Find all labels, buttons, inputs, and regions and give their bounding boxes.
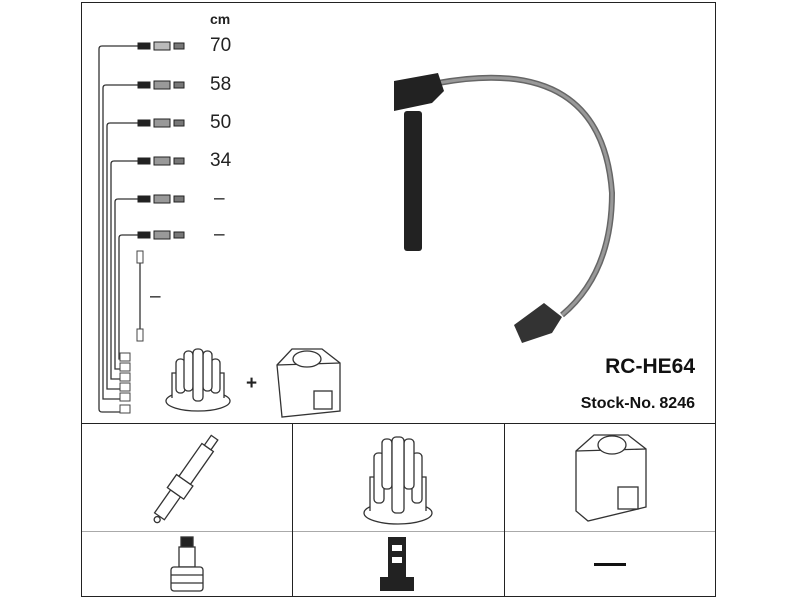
not-applicable-dash bbox=[593, 562, 626, 566]
ignition-coil-icon bbox=[575, 434, 647, 522]
coil-lead-length: – bbox=[150, 286, 161, 307]
stock-value: 8246 bbox=[659, 395, 695, 412]
spark-plug-icon bbox=[153, 434, 219, 524]
cable-length-3: 50 bbox=[210, 112, 232, 133]
distributor-cap-icon bbox=[363, 436, 434, 525]
distributor-cap-icon bbox=[165, 348, 231, 412]
cable-length-4: 34 bbox=[210, 150, 232, 171]
part-number: RC-HE64 bbox=[605, 355, 695, 378]
ignition-coil-cell bbox=[503, 423, 715, 531]
ignition-coil-icon bbox=[276, 348, 341, 418]
ignition-cable-illustration bbox=[394, 73, 616, 343]
unit-label: cm bbox=[210, 11, 231, 27]
cable-length-6: – bbox=[214, 224, 225, 245]
cable-length-1: 70 bbox=[210, 35, 232, 56]
cable-length-2: 58 bbox=[210, 74, 232, 95]
cap-connector-cell bbox=[292, 531, 503, 597]
cap-connector-icon bbox=[380, 537, 415, 591]
parts-row-components bbox=[82, 423, 715, 532]
cable-set-panel: cm 70 58 50 34 – – – + RC-HE64 Stock-No.… bbox=[82, 3, 715, 424]
empty-cell bbox=[503, 531, 715, 597]
distributor-cap-cell bbox=[292, 423, 503, 531]
spark-plug-cell bbox=[82, 423, 292, 531]
plus-sign: + bbox=[246, 373, 258, 394]
stock-number: Stock-No.8246 bbox=[577, 395, 695, 413]
plug-connector-cell bbox=[82, 531, 292, 597]
plug-connector-icon bbox=[170, 536, 204, 592]
product-diagram: cm 70 58 50 34 – – – + RC-HE64 Stock-No.… bbox=[81, 2, 716, 597]
cable-routing-drawing bbox=[98, 41, 616, 418]
stock-label: Stock-No. bbox=[580, 395, 656, 412]
cable-length-5: – bbox=[214, 188, 225, 209]
parts-row-connectors bbox=[82, 531, 715, 597]
